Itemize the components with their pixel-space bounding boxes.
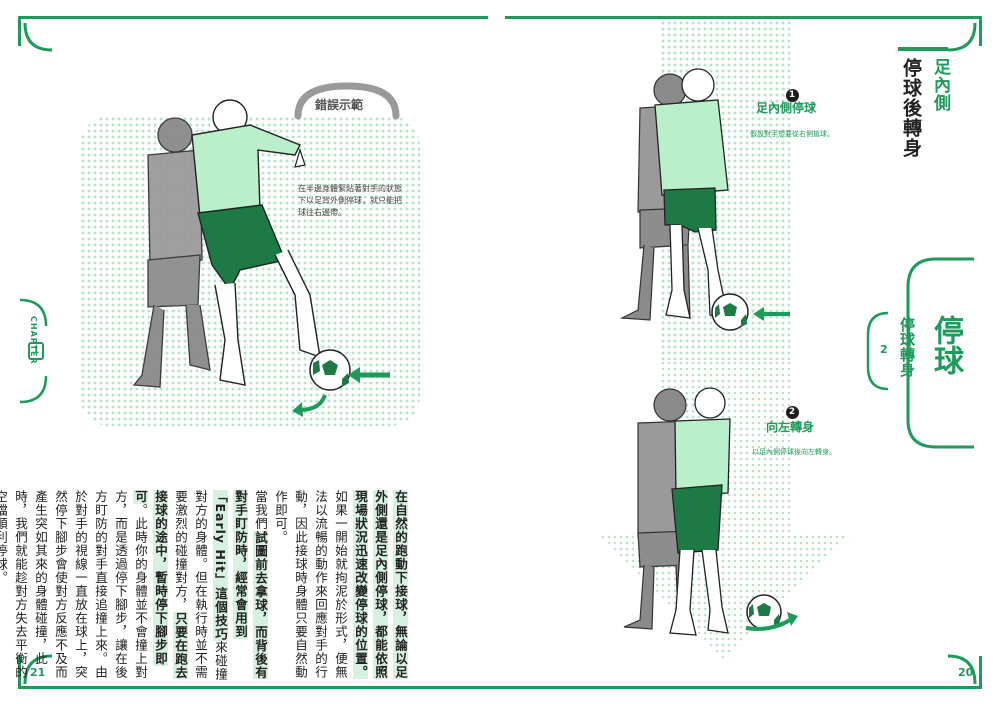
step2-title: 向左轉身 — [766, 420, 815, 434]
frame-right-top — [979, 16, 982, 46]
step1-caption: 假設對手想要從右側搶球。 — [750, 130, 834, 138]
wrong-example-ball — [309, 349, 351, 391]
step1-number: 1 — [785, 89, 799, 102]
chapter-number: 1 — [28, 342, 44, 360]
frame-top-left — [18, 16, 488, 19]
body-p2-part-2: 這個技巧 — [213, 586, 228, 641]
chapter-label: CHAPTER — [29, 316, 38, 365]
body-paragraph-2: 當我們試圖前去拿球，而背後有對手盯防時，經常會用到「Early Hit」這個技巧… — [0, 490, 270, 690]
step2-attacker — [669, 387, 731, 636]
body-p1-part-0: 在自然的跑動下接球，無論以足外側還是足內側停球，都能依照現場狀況迅速改變停球的位… — [353, 490, 408, 679]
step1-ball-and-arrow — [711, 293, 790, 331]
section-marker: 2 停球轉身 停球 — [866, 255, 980, 450]
step2-number: 2 — [785, 406, 799, 419]
step2-caption: 以足內側停球後向左轉身。 — [752, 448, 836, 456]
frame-right-bottom — [979, 656, 982, 689]
title-bar-accent — [898, 47, 948, 51]
frame-top-right — [505, 16, 982, 19]
left-page-number: 21 — [30, 666, 46, 679]
step1-attacker — [654, 68, 729, 319]
title-small: 足內側 — [930, 58, 950, 112]
step1-title: 足內側停球 — [756, 101, 817, 115]
wrong-example-caption: 在半邊身體緊貼著對手的狀態下以足背外側停球，就只能把球往右邊帶。 — [298, 184, 402, 217]
wrong-example-label-arc — [294, 82, 400, 120]
corner-arc-bottom-left — [23, 654, 53, 685]
step2-header: 2 — [752, 399, 832, 419]
section-number: 2 — [880, 343, 888, 356]
corner-arc-bottom-right — [947, 654, 977, 685]
wrong-example-illustration — [132, 99, 390, 417]
frame-bottom — [18, 686, 982, 689]
step1-illustration — [619, 68, 729, 321]
step1-header: 1 — [752, 82, 832, 102]
body-p1-part-1: 如果一開始就拘泥於形式，便無法以流暢的動作來回應對手的行動，因此接球時身體只要自… — [273, 490, 348, 679]
body-text: 在自然的跑動下接球，無論以足外側還是足內側停球，都能依照現場狀況迅速改變停球的位… — [0, 490, 410, 690]
body-p2-part-5: 。此時你的身體並不會撞上對方，而是透過停下腳步，讓在後方盯防的對手直接追撞上來。… — [0, 490, 148, 679]
section-main-title: 停球 — [928, 315, 963, 375]
step2-illustration — [623, 387, 731, 636]
attacker-figure — [191, 99, 321, 386]
section-sub-title: 停球轉身 — [898, 317, 916, 377]
frame-left-top — [18, 16, 21, 46]
body-p2-part-3: 來碰撞對方的身體。但在執行時並不需要激烈的碰撞對方， — [173, 490, 228, 682]
body-paragraph-1: 在自然的跑動下接球，無論以足外側還是足內側停球，都能依照現場狀況迅速改變停球的位… — [270, 490, 410, 690]
body-p2-part-0: 當我們 — [253, 490, 268, 531]
frame-left-bottom — [18, 656, 21, 689]
right-page-number: 20 — [958, 666, 974, 679]
corner-arc-top-right — [947, 22, 977, 52]
title-large: 停球後轉身 — [900, 58, 922, 158]
step2-ball-and-arrow — [745, 594, 798, 631]
corner-arc-top-left — [23, 22, 53, 52]
defender-figure — [132, 117, 211, 388]
chapter-marker: CHAPTER 1 — [20, 296, 50, 406]
wrong-example-label: 錯誤示範 — [315, 98, 364, 112]
